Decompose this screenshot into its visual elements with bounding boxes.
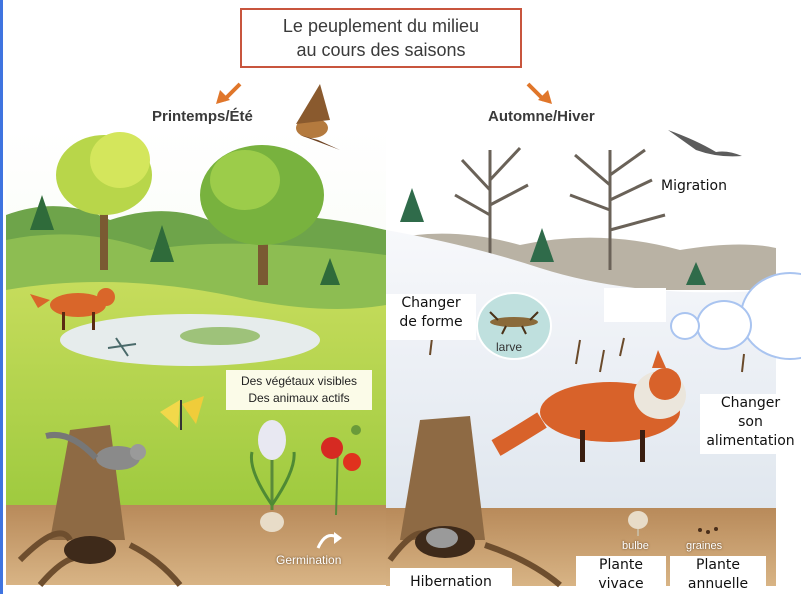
label-changer-alimentation-line-3: alimentation <box>700 432 801 451</box>
label-changer-forme-line-2: de forme <box>386 313 476 332</box>
label-changer-alimentation: Changer son alimentation <box>700 394 801 454</box>
label-plante-vivace: Plante vivace <box>576 556 666 594</box>
label-hibernation: Hibernation <box>390 568 512 594</box>
label-plante-vivace-line-2: vivace <box>576 575 666 594</box>
label-plante-annuelle-line-2: annuelle <box>670 575 766 594</box>
germination-tag: Germination <box>276 553 341 567</box>
left-accent-bar <box>0 0 3 594</box>
arrow-right-icon <box>528 84 552 104</box>
label-plante-vivace-line-1: Plante <box>576 556 666 575</box>
label-plante-annuelle-line-1: Plante <box>670 556 766 575</box>
arrow-left-icon <box>216 84 240 104</box>
label-changer-alimentation-line-1: Changer <box>700 394 801 413</box>
cloud-circle-small <box>670 312 700 340</box>
label-migration: Migration <box>650 177 738 196</box>
spring-note-line-2: Des animaux actifs <box>226 390 372 407</box>
larva-tag: larve <box>496 340 522 354</box>
spring-scene <box>6 84 386 585</box>
season-label-spring: Printemps/Été <box>152 108 253 125</box>
blank-patch <box>604 288 666 322</box>
label-changer-forme: Changer de forme <box>386 294 476 340</box>
title-line-1: Le peuplement du milieu <box>283 14 479 38</box>
spring-note-line-1: Des végétaux visibles <box>226 373 372 390</box>
title-line-2: au cours des saisons <box>296 38 465 62</box>
label-plante-annuelle: Plante annuelle <box>670 556 766 594</box>
title-box: Le peuplement du milieu au cours des sai… <box>240 8 522 68</box>
bulb-tag: bulbe <box>622 540 649 552</box>
seeds-tag: graines <box>686 540 722 552</box>
season-label-autumn: Automne/Hiver <box>488 108 595 125</box>
sleeping-dormouse-icon <box>426 528 458 548</box>
cloud-circle-medium <box>696 300 752 350</box>
spring-note: Des végétaux visibles Des animaux actifs <box>226 370 372 410</box>
winter-scene <box>386 130 776 586</box>
label-changer-alimentation-line-2: son <box>700 413 801 432</box>
label-changer-forme-line-1: Changer <box>386 294 476 313</box>
